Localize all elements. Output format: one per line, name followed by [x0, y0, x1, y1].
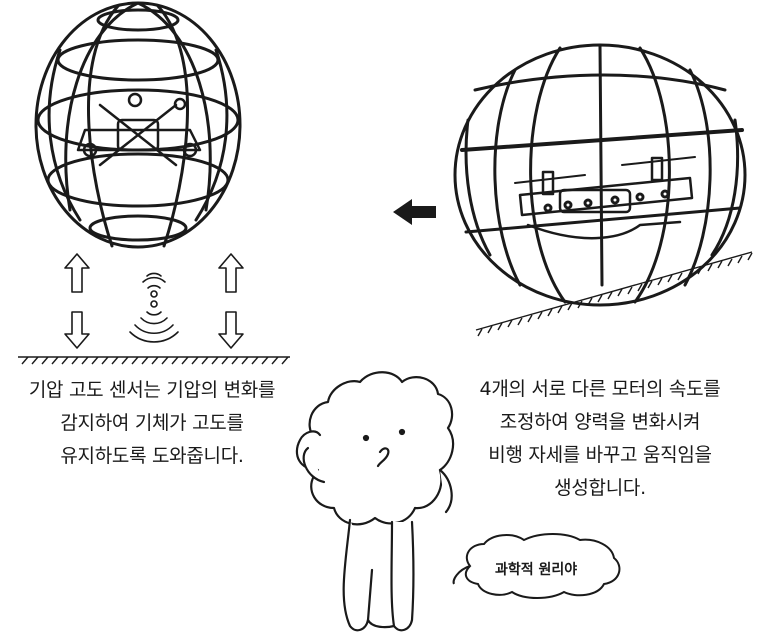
right-caption-line-4: 생성합니다.: [554, 477, 646, 499]
up-arrow-icon-left: [64, 253, 90, 293]
mascot-body: [303, 371, 455, 526]
left-caption-line-2: 감지하여 기체가 고도를: [60, 412, 244, 434]
speech-bubble-text: 과학적 원리야: [495, 562, 578, 578]
right-caption-line-3: 비행 자세를 바꾸고 움직임을: [488, 444, 712, 466]
mascot-mouth: [376, 447, 390, 468]
sensor-signal-icon: [129, 272, 179, 343]
left-ground: [18, 356, 290, 365]
down-arrow-icon-right: [218, 311, 244, 349]
left-arrow-icon: [393, 199, 436, 225]
down-arrow-icon-left: [64, 311, 90, 349]
right-caption-line-1: 4개의 서로 다른 모터의 속도를: [479, 378, 721, 400]
left-caption-line-3: 유지하도록 도와줍니다.: [60, 445, 244, 467]
left-caption-line-1: 기압 고도 센서는 기압의 변화를: [28, 379, 276, 401]
right-caption-line-2: 조정하여 양력을 변화시켜: [499, 411, 701, 433]
mascot-legs: [342, 518, 415, 632]
right-ground: [475, 251, 753, 337]
left-caption: 기압 고도 센서는 기압의 변화를 감지하여 기체가 고도를 유지하도록 도와줍…: [2, 374, 302, 473]
right-caption: 4개의 서로 다른 모터의 속도를 조정하여 양력을 변화시켜 비행 자세를 바…: [455, 373, 745, 505]
speech-bubble-shape: [464, 533, 621, 599]
up-arrow-icon-right: [218, 253, 244, 293]
